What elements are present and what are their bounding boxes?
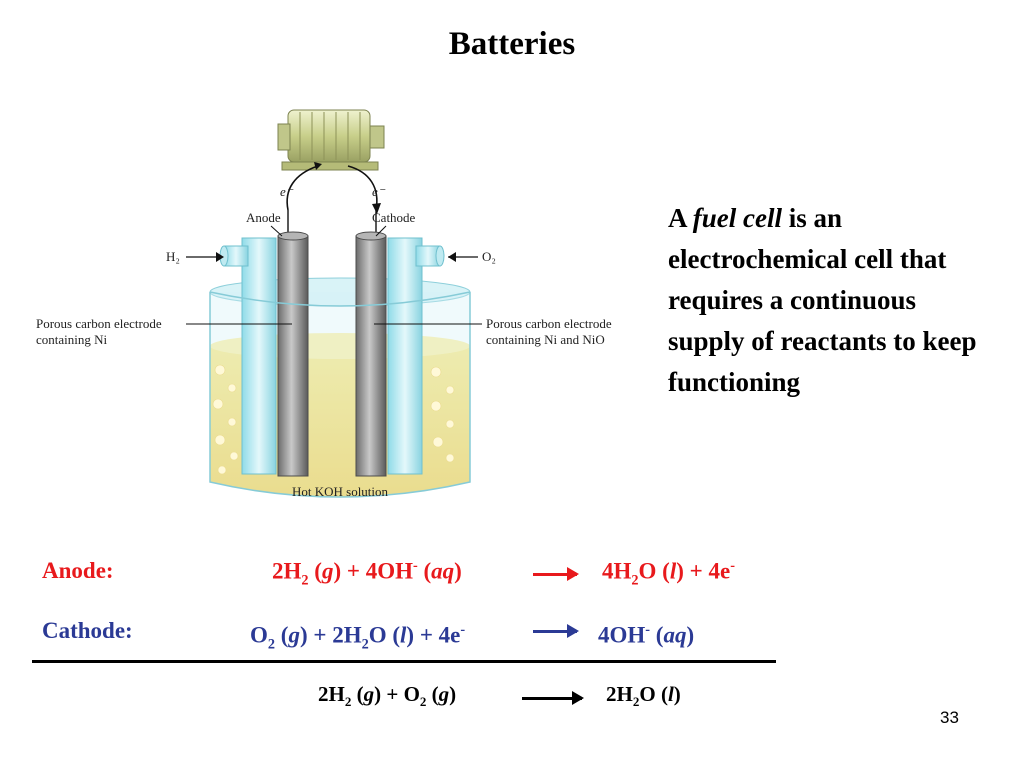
anode-gas-chamber	[241, 237, 277, 475]
oxygen-label: O₂	[482, 249, 496, 264]
anode-reaction-arrow	[533, 567, 579, 581]
bubbles-right	[430, 366, 455, 463]
left-electrode-label-line2: containing Ni	[36, 332, 108, 347]
motor-icon	[277, 109, 385, 171]
net-reactants: 2H2 (g) + O2 (g)	[318, 682, 457, 710]
sum-line	[32, 660, 776, 663]
solution-label: Hot KOH solution	[292, 484, 389, 499]
cathode-label: Cathode:	[42, 618, 133, 643]
electron-label-right: e⁻	[372, 184, 386, 199]
page-number: 33	[940, 708, 959, 727]
net-reaction-arrow	[522, 691, 584, 705]
cathode-reactants: O2 (g) + 2H2O (l) + 4e-	[250, 622, 466, 653]
cathode-electrode	[355, 235, 387, 477]
electron-arrow-left	[286, 165, 319, 211]
left-electrode-label-line1: Porous carbon electrode	[36, 316, 162, 331]
cathode-reaction-arrow	[533, 624, 579, 638]
right-electrode-label-line2: containing Ni and NiO	[486, 332, 605, 347]
bubbles-left	[212, 364, 239, 475]
anode-label: Anode	[246, 210, 281, 225]
definition-suffix: is an electrochemical cell that requires…	[668, 203, 977, 397]
cathode-products: 4OH- (aq)	[598, 622, 695, 648]
right-electrode-label-line1: Porous carbon electrode	[486, 316, 612, 331]
definition-prefix: A	[668, 203, 693, 233]
cathode-gas-chamber	[387, 237, 423, 475]
definition-term: fuel cell	[692, 203, 782, 233]
slide-title: Batteries	[448, 26, 576, 62]
hydrogen-label: H₂	[166, 249, 180, 264]
anode-label: Anode:	[42, 558, 114, 583]
electron-label-left: e⁻	[280, 184, 294, 199]
cathode-label: Cathode	[372, 210, 416, 225]
fuel-cell-definition: A fuel cell is an electrochemical cell t…	[668, 198, 998, 403]
fuel-cell-diagram: e⁻ e⁻ Anode Cathode H₂ O₂ Porous carbon	[36, 109, 612, 499]
anode-electrode	[277, 235, 309, 477]
anode-reactants: 2H2 (g) + 4OH- (aq)	[272, 558, 462, 589]
anode-products: 4H2O (l) + 4e-	[602, 558, 735, 589]
net-products: 2H2O (l)	[606, 682, 681, 710]
